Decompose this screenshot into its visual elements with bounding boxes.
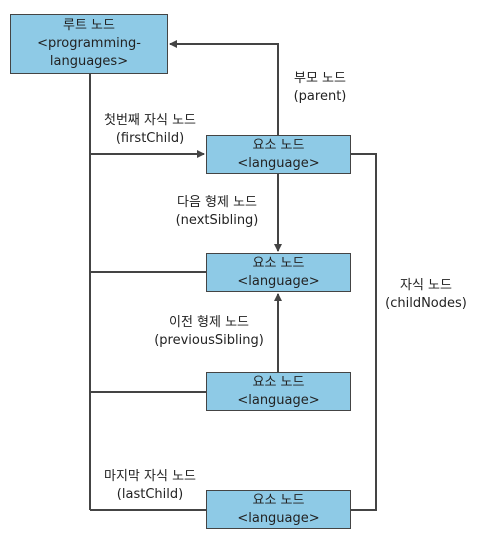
element-node-title: 요소 노드 bbox=[252, 374, 305, 390]
root-node-tag-line2: languages> bbox=[49, 54, 129, 69]
next-sibling-label-en: (nextSibling) bbox=[175, 213, 259, 228]
last-child-label-en: (lastChild) bbox=[116, 487, 184, 502]
parent-arrow bbox=[169, 40, 279, 135]
element-node-title: 요소 노드 bbox=[252, 492, 305, 508]
element-node-tag: <language> bbox=[237, 273, 320, 289]
parent-label-en: (parent) bbox=[293, 89, 347, 104]
child-nodes-label: 자식 노드 (childNodes) bbox=[378, 277, 474, 313]
previous-sibling-label-ko: 이전 형제 노드 bbox=[168, 315, 250, 330]
element-node-tag: <language> bbox=[237, 392, 320, 408]
parent-label-ko: 부모 노드 bbox=[294, 71, 346, 86]
child-nodes-bracket bbox=[351, 153, 377, 511]
element-node-second: 요소 노드 <language> bbox=[206, 253, 351, 292]
next-sibling-label-ko: 다음 형제 노드 bbox=[176, 195, 258, 210]
element-node-title: 요소 노드 bbox=[252, 255, 305, 271]
root-node-tag-line1: <programming- bbox=[37, 36, 141, 51]
previous-sibling-label-en: (previousSibling) bbox=[154, 333, 264, 348]
last-child-label-ko: 마지막 자식 노드 bbox=[104, 469, 196, 484]
first-child-label-ko: 첫번째 자식 노드 bbox=[104, 113, 196, 128]
last-child-label: 마지막 자식 노드 (lastChild) bbox=[92, 468, 208, 504]
element-node-third: 요소 노드 <language> bbox=[206, 372, 351, 411]
previous-sibling-label: 이전 형제 노드 (previousSibling) bbox=[144, 314, 274, 350]
element-node-last: 요소 노드 <language> bbox=[206, 490, 351, 529]
element-node-first: 요소 노드 <language> bbox=[206, 135, 351, 174]
next-sibling-label: 다음 형제 노드 (nextSibling) bbox=[160, 194, 274, 230]
child-nodes-label-en: (childNodes) bbox=[385, 296, 467, 311]
root-node-title: 루트 노드 bbox=[63, 18, 115, 33]
first-child-label-en: (firstChild) bbox=[115, 131, 185, 146]
parent-label: 부모 노드 (parent) bbox=[282, 70, 358, 106]
element-node-title: 요소 노드 bbox=[252, 137, 305, 153]
root-node: 루트 노드 <programming- languages> bbox=[10, 14, 168, 74]
child-nodes-label-ko: 자식 노드 bbox=[400, 278, 452, 293]
first-child-label: 첫번째 자식 노드 (firstChild) bbox=[92, 112, 208, 148]
element-node-tag: <language> bbox=[237, 510, 320, 526]
element-node-tag: <language> bbox=[237, 155, 320, 171]
